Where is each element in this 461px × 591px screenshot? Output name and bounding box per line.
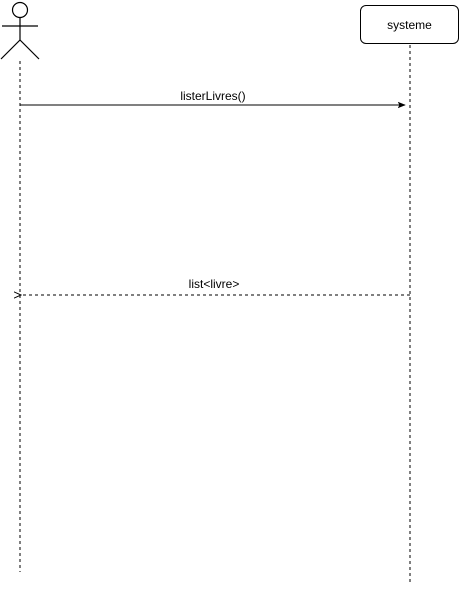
actor-right-leg (19, 39, 40, 60)
system-participant-box: systeme (360, 5, 459, 44)
actor-figure (0, 1, 40, 60)
actor-left-leg (0, 39, 21, 60)
message-return-label: list<livre> (188, 277, 240, 291)
system-participant-label: systeme (387, 17, 432, 32)
actor-head (11, 1, 29, 19)
message-call-label: listerLivres() (180, 89, 246, 103)
